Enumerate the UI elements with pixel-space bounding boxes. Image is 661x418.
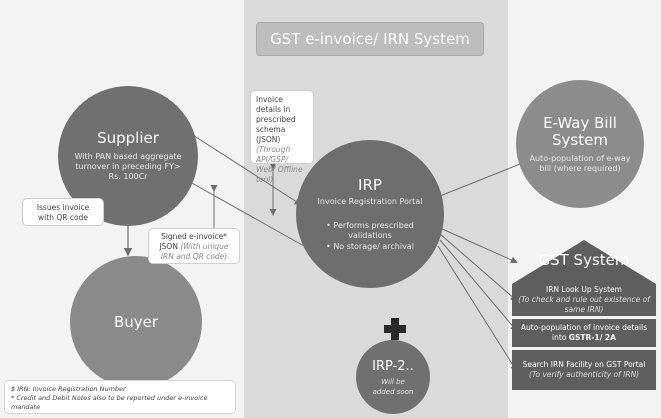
irp-bullet: • No storage/ archival bbox=[326, 241, 414, 251]
issues-invoice-callout: Issues invoice with QR code bbox=[22, 198, 104, 226]
auto-population-text: Auto-population of invoice details into bbox=[520, 323, 648, 342]
irn-lookup-text: IRN Look Up System bbox=[546, 285, 622, 294]
arrow-irp-to-autopop bbox=[439, 239, 518, 332]
invoice-details-callout: Invoice details in prescribed schema (JS… bbox=[250, 90, 314, 184]
arrow-irp-to-gst bbox=[439, 227, 518, 264]
gst-system-title: GST System bbox=[538, 251, 630, 269]
invoice-details-note: (Through API/GSP/ Web/ Offline tool) bbox=[256, 145, 303, 184]
irp-subtitle: Invoice Registration Portal bbox=[317, 196, 423, 206]
signed-einvoice-callout: Signed e-invoice* JSON (With unique IRN … bbox=[148, 228, 240, 264]
auto-population-return: GSTR-1/ 2A bbox=[568, 333, 616, 342]
eway-bill-node: E-Way Bill System Auto-population of e-w… bbox=[516, 80, 644, 208]
irp-bullet-text: No storage/ archival bbox=[333, 241, 414, 251]
buyer-node: Buyer bbox=[70, 256, 202, 388]
gst-system-header bbox=[512, 240, 656, 284]
irp-node: IRP Invoice Registration Portal • Perfor… bbox=[296, 140, 444, 288]
footnote-line: * Credit and Debit Notes also to be repo… bbox=[11, 394, 208, 411]
diagram-title: GST e-invoice/ IRN System bbox=[256, 22, 484, 56]
irp-bullet: • Performs prescribed validations bbox=[326, 220, 414, 240]
irp-title: IRP bbox=[358, 175, 382, 194]
arrow-irp-to-search bbox=[437, 245, 518, 372]
irn-lookup-box: IRN Look Up System (To check and rule ou… bbox=[512, 284, 656, 316]
arrow-irp-to-ewb bbox=[439, 158, 532, 197]
footnote-line: $ IRN: Invoice Registration Number bbox=[11, 385, 126, 393]
eway-bill-title: E-Way Bill System bbox=[543, 113, 617, 149]
arrow-supplier-to-irp bbox=[181, 127, 302, 206]
signed-einvoice-text: Signed e-invoice* JSON bbox=[159, 232, 227, 251]
arrow-irp-to-supplier bbox=[189, 181, 305, 247]
supplier-title: Supplier bbox=[97, 129, 159, 147]
invoice-details-text: Invoice details in prescribed schema (JS… bbox=[256, 95, 296, 144]
buyer-title: Buyer bbox=[113, 312, 159, 331]
irp2-title: IRP-2.. bbox=[372, 358, 414, 374]
issues-invoice-text: Issues invoice with QR code bbox=[36, 203, 90, 222]
search-irn-box: Search IRN Facility on GST Portal (To ve… bbox=[512, 350, 656, 390]
search-irn-note: (To verify authenticity of IRN) bbox=[528, 370, 640, 379]
auto-population-box: Auto-population of invoice details into … bbox=[512, 319, 656, 347]
irp-bullet-text: Performs prescribed validations bbox=[333, 220, 414, 240]
search-irn-text: Search IRN Facility on GST Portal bbox=[522, 360, 646, 369]
footnote-box: $ IRN: Invoice Registration Number * Cre… bbox=[4, 380, 236, 414]
supplier-description: With PAN based aggregate turnover in pre… bbox=[74, 152, 182, 181]
irn-lookup-note: (To check and rule out existence of same… bbox=[518, 295, 650, 314]
arrow-irp-to-irn-lookup bbox=[439, 233, 518, 302]
irp2-node: IRP-2.. Will be added soon bbox=[356, 340, 430, 414]
irp2-description: Will be added soon bbox=[372, 377, 414, 396]
eway-bill-description: Auto-population of e-way bill (where req… bbox=[529, 153, 631, 173]
plus-icon bbox=[384, 318, 406, 340]
signed-einvoice-note: (With unique IRN and QR code) bbox=[160, 242, 229, 261]
